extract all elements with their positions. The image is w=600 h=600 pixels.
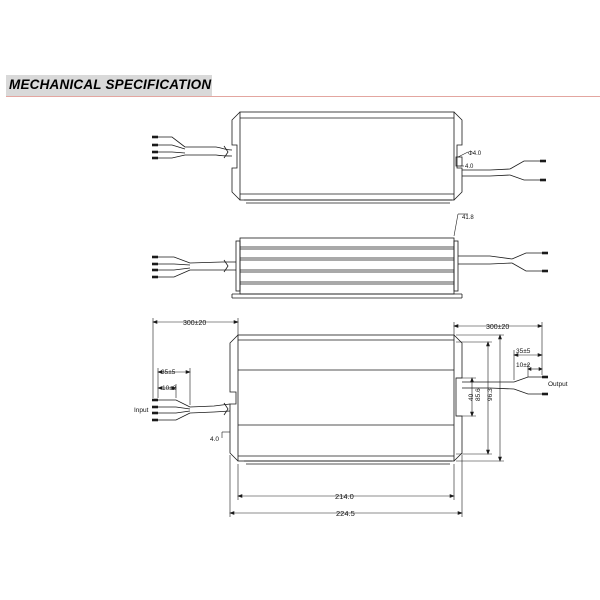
bottom-view-flange-right: [453, 334, 463, 462]
section-header: MECHANICAL SPECIFICATION: [6, 75, 600, 97]
side-view: 41.8: [152, 213, 548, 299]
bottom-view-input-cable: [152, 398, 231, 422]
strip-length-left: 35±5: [161, 369, 176, 376]
top-view-input-cable: [152, 135, 233, 160]
side-view-height-label: 41.8: [462, 215, 474, 221]
side-view-input-cable: [152, 255, 236, 279]
bottom-view-flange-left: [229, 334, 239, 462]
input-label: Input: [134, 407, 149, 414]
width-outer: 96.3: [487, 388, 494, 401]
width-mid: 85.6: [475, 388, 482, 401]
tin-length-right: 10±2: [516, 362, 531, 369]
side-view-output-cable: [458, 251, 548, 273]
left-cable-dimensions: [152, 318, 239, 405]
hole-offset-label: 4.0: [210, 436, 219, 443]
top-view-housing: [239, 111, 455, 201]
cable-length-left: 300±20: [183, 320, 206, 327]
top-view-output-cable: [455, 156, 546, 182]
cable-length-right: 300±20: [486, 324, 509, 331]
header-band: [6, 75, 212, 96]
bottom-view: Input Output 300±2: [134, 318, 568, 518]
width-inner: 40: [468, 393, 475, 401]
strip-length-right: 35±5: [516, 348, 531, 355]
length-outer: 224.5: [336, 509, 355, 518]
section-title: MECHANICAL SPECIFICATION: [9, 77, 212, 92]
tin-length-left: 10±2: [162, 385, 177, 392]
top-view-hole-label: Φ4.0: [468, 151, 482, 157]
top-view-flange-right: [453, 111, 463, 201]
top-view-offset-label: 4.0: [465, 164, 474, 170]
top-view-flange-left: [231, 111, 241, 201]
side-view-housing: [239, 237, 455, 295]
output-label: Output: [548, 381, 568, 388]
right-cable-dimensions: [453, 322, 543, 380]
length-inner: 214.0: [335, 492, 354, 501]
top-view: Φ4.0 4.0: [152, 111, 546, 204]
header-rule: [6, 96, 600, 97]
bottom-view-housing: [237, 334, 455, 462]
width-dimensions: [456, 334, 504, 462]
length-dimensions: [229, 455, 463, 517]
